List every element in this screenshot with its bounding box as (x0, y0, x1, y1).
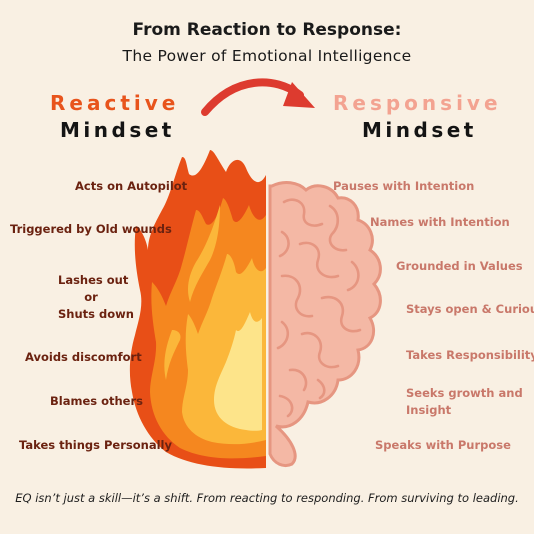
left-label-triggered: Triggered by Old wounds (10, 222, 172, 236)
right-label-insight: Insight (406, 403, 452, 417)
responsive-heading: Responsive (333, 91, 502, 115)
left-label-autopilot: Acts on Autopilot (75, 179, 188, 193)
reactive-heading: Reactive (50, 91, 180, 115)
left-label-personally: Takes things Personally (19, 438, 172, 452)
right-label-purpose: Speaks with Purpose (375, 438, 511, 452)
page-subtitle: The Power of Emotional Intelligence (122, 47, 412, 65)
right-label-curious: Stays open & Curious (406, 302, 534, 316)
page-title: From Reaction to Response: (132, 20, 402, 40)
right-label-names: Names with Intention (370, 215, 510, 229)
left-label-blames: Blames others (50, 394, 143, 408)
left-label-shuts-down: Shuts down (58, 307, 134, 321)
left-label-avoids: Avoids discomfort (25, 350, 142, 364)
responsive-mindset-heading: Mindset (362, 118, 477, 142)
right-label-grounded: Grounded in Values (396, 259, 523, 273)
right-label-seeks-growth: Seeks growth and (406, 386, 523, 400)
right-label-pauses: Pauses with Intention (333, 179, 475, 193)
left-label-lashes-out: Lashes out (58, 273, 129, 287)
footer-caption: EQ isn’t just a skill—it’s a shift. From… (15, 491, 519, 505)
reactive-mindset-heading: Mindset (60, 118, 175, 142)
right-label-responsibility: Takes Responsibility (406, 348, 534, 362)
left-label-or: or (84, 290, 98, 304)
